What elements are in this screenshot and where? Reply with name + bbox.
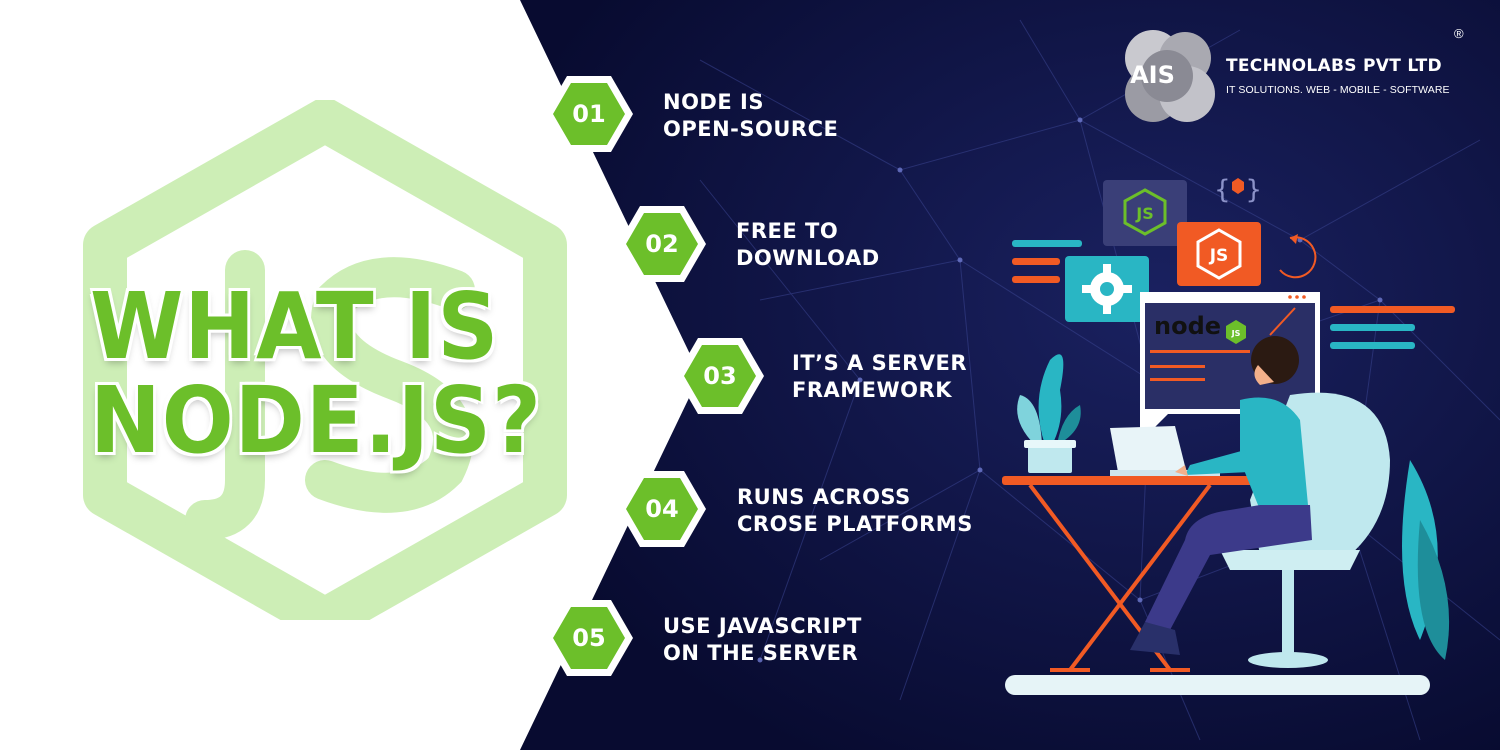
screen-js-badge: JS [1231,329,1241,338]
step-badge-2: 02 [618,206,706,282]
step-text-2: FREE TO DOWNLOAD [736,218,880,272]
laptop-icon [1110,426,1220,476]
developer-illustration: JS JS { } [1002,175,1455,695]
screen-node-word: node [1154,312,1221,340]
step-text-5: USE JAVASCRIPT ON THE SERVER [663,613,862,667]
step-badge-1: 01 [545,76,633,152]
nodejs-orange-tile-icon: JS [1177,222,1261,286]
step-3-line-1: IT’S A SERVER [792,351,968,375]
step-2-line-1: FREE TO [736,219,839,243]
step-number-1: 01 [572,100,606,128]
step-number-5: 05 [572,624,606,652]
page-title: WHAT IS NODE.JS? [90,273,542,474]
tile-js-right-label: JS [1209,246,1229,266]
title-line-1: WHAT IS [90,273,500,380]
nodejs-tile-icon: JS [1103,180,1187,246]
tile-js-left-label: JS [1135,204,1153,223]
gear-icon [1065,256,1149,322]
step-text-3: IT’S A SERVER FRAMEWORK [792,350,967,404]
step-text-4: RUNS ACROSS CROSE PLATFORMS [737,484,973,538]
step-badge-5: 05 [545,600,633,676]
developer-person [1130,336,1312,655]
company-tagline: IT SOLUTIONS. WEB - MOBILE - SOFTWARE [1226,84,1450,96]
step-badge-3: 03 [676,338,764,414]
title-line-2: NODE.JS? [90,367,542,474]
step-5-line-2: ON THE SERVER [663,641,859,665]
step-2-line-2: DOWNLOAD [736,246,880,270]
step-text-1: NODE IS OPEN-SOURCE [663,89,838,143]
company-logo: AIS [1115,28,1227,128]
logo-mark-text: AIS [1130,61,1175,89]
registered-mark: ® [1454,26,1464,41]
step-1-line-1: NODE IS [663,90,764,114]
plant-icon [1017,354,1081,473]
step-number-2: 02 [645,230,679,258]
step-badge-4: 04 [618,471,706,547]
step-5-line-1: USE JAVASCRIPT [663,614,862,638]
step-number-4: 04 [645,495,679,523]
step-1-line-2: OPEN-SOURCE [663,117,839,141]
step-4-line-2: CROSE PLATFORMS [737,512,973,536]
step-3-line-2: FRAMEWORK [792,378,952,402]
company-name: TECHNOLABS PVT LTD [1226,56,1442,76]
step-number-3: 03 [703,362,737,390]
step-4-line-1: RUNS ACROSS [737,485,911,509]
refresh-icon [1279,234,1317,279]
nodejs-watermark-icon [83,100,567,620]
code-braces-icon: { } [1215,175,1262,205]
